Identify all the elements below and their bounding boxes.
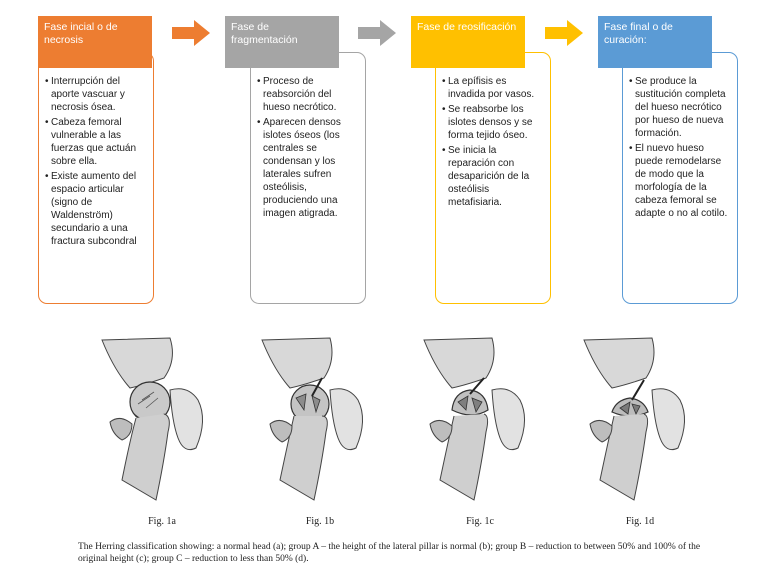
hip-illustration <box>261 337 363 501</box>
phase-box-healing: Se produce la sustitución completa del h… <box>622 52 738 304</box>
herring-figures: Fig. 1a Fig. 1b Fig. 1c <box>92 330 732 527</box>
phase-box-reossification: La epífisis es invadida por vasos. Se re… <box>435 52 551 304</box>
phase-header-fragmentation: Fase de fragmentación <box>225 16 339 68</box>
figure-label: Fig. 1c <box>466 516 494 527</box>
phase-box-fragmentation: Proceso de reabsorción del hueso necróti… <box>250 52 366 304</box>
figure-label: Fig. 1d <box>625 516 655 527</box>
bullet: Proceso de reabsorción del hueso necróti… <box>257 75 359 114</box>
phase-box-necrosis: Interrupción del aporte vascuar y necros… <box>38 52 154 304</box>
hip-figure-1d: Fig. 1d <box>570 330 710 527</box>
bullet: Aparecen densos islotes óseos (los centr… <box>257 116 359 220</box>
phase-title: Fase de fragmentación <box>231 21 298 46</box>
hip-figure-1c: Fig. 1c <box>410 330 550 527</box>
phase-title: Fase incial o de necrosis <box>44 21 118 46</box>
hip-illustration <box>583 337 685 501</box>
figure-label: Fig. 1b <box>305 516 335 527</box>
phase-bullets: Interrupción del aporte vascuar y necros… <box>45 75 147 248</box>
bullet: El nuevo hueso puede remodelarse de modo… <box>629 142 731 220</box>
bullet: Se inicia la reparación con desaparición… <box>442 144 544 209</box>
bullet: La epífisis es invadida por vasos. <box>442 75 544 101</box>
hip-figure-1b: Fig. 1b <box>250 330 390 527</box>
phase-bullets: Proceso de reabsorción del hueso necróti… <box>257 75 359 220</box>
phase-title: Fase final o de curación: <box>604 21 673 46</box>
phase-header-reossification: Fase de reosificación <box>411 16 525 68</box>
bullet: Interrupción del aporte vascuar y necros… <box>45 75 147 114</box>
arrow-right-icon <box>358 20 396 46</box>
figure-label: Fig. 1a <box>148 516 176 527</box>
hip-figure-1a: Fig. 1a <box>92 330 232 527</box>
bullet: Existe aumento del espacio articular (si… <box>45 170 147 248</box>
phase-bullets: La epífisis es invadida por vasos. Se re… <box>442 75 544 209</box>
phase-bullets: Se produce la sustitución completa del h… <box>629 75 731 220</box>
hip-illustration <box>423 337 525 501</box>
bullet: Se reabsorbe los islotes densos y se for… <box>442 103 544 142</box>
bullet: Se produce la sustitución completa del h… <box>629 75 731 140</box>
arrow-right-icon <box>172 20 210 46</box>
arrow-right-icon <box>545 20 583 46</box>
figure-caption: The Herring classification showing: a no… <box>78 542 701 564</box>
hip-illustration <box>101 337 203 501</box>
phase-header-necrosis: Fase incial o de necrosis <box>38 16 152 68</box>
phase-header-healing: Fase final o de curación: <box>598 16 712 68</box>
phase-title: Fase de reosificación <box>417 21 517 33</box>
bullet: Cabeza femoral vulnerable a las fuerzas … <box>45 116 147 168</box>
